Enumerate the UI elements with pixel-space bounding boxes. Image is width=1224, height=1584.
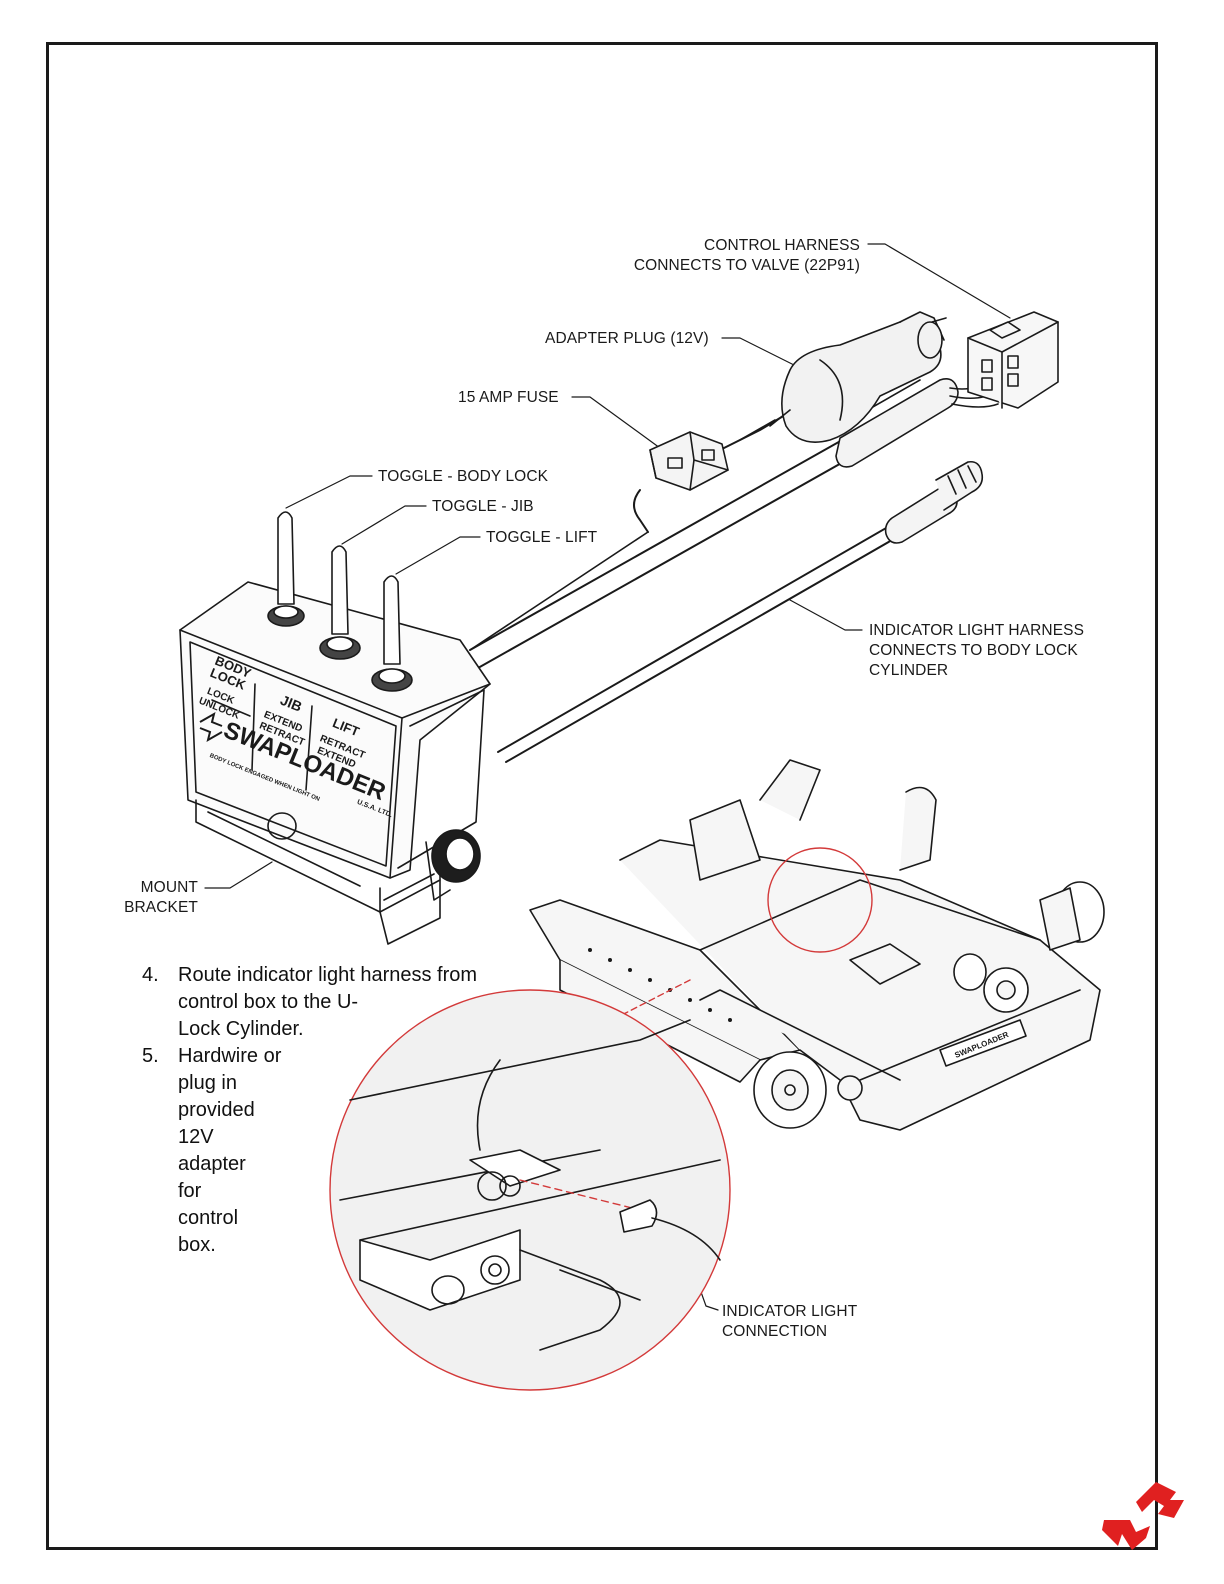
label-control-harness: CONTROL HARNESS CONNECTS TO VALVE (22P91… xyxy=(633,237,860,274)
step-number: 4. xyxy=(142,964,159,986)
fuse-holder xyxy=(649,431,729,491)
label-fuse: 15 AMP FUSE xyxy=(458,389,559,406)
swaploader-frame xyxy=(529,759,1105,1131)
label-indicator-light-harness: INDICATOR LIGHT HARNESS CONNECTS TO BODY… xyxy=(869,622,1085,679)
harness-cables xyxy=(469,378,999,763)
label-mount-bracket: MOUNT BRACKET xyxy=(124,879,198,916)
step-4: 4. Route indicator light harness from co… xyxy=(142,964,478,1040)
control-box xyxy=(179,511,491,945)
label-adapter-plug: ADAPTER PLUG (12V) xyxy=(545,330,709,347)
swaploader-arrows-logo xyxy=(1102,1482,1184,1550)
page-border xyxy=(46,42,1158,1550)
label-toggle-jib: TOGGLE - JIB xyxy=(432,498,534,515)
label-toggle-body-lock: TOGGLE - BODY LOCK xyxy=(378,468,549,485)
label-toggle-lift: TOGGLE - LIFT xyxy=(486,529,598,546)
step-number: 5. xyxy=(142,1045,159,1067)
label-indicator-light-connection: INDICATOR LIGHT CONNECTION xyxy=(722,1303,858,1340)
step-5: 5. Hardwire or plug in provided 12V adap… xyxy=(142,1045,282,1256)
instruction-steps: 4. Route indicator light harness from co… xyxy=(142,962,477,1259)
adapter-plug xyxy=(739,311,947,443)
detail-magnified-view xyxy=(329,989,731,1391)
box-jib-label: JIB xyxy=(278,692,304,715)
indicator-harness-connector xyxy=(884,460,984,544)
box-logo-icon xyxy=(199,711,223,743)
control-harness-connector xyxy=(967,311,1059,409)
